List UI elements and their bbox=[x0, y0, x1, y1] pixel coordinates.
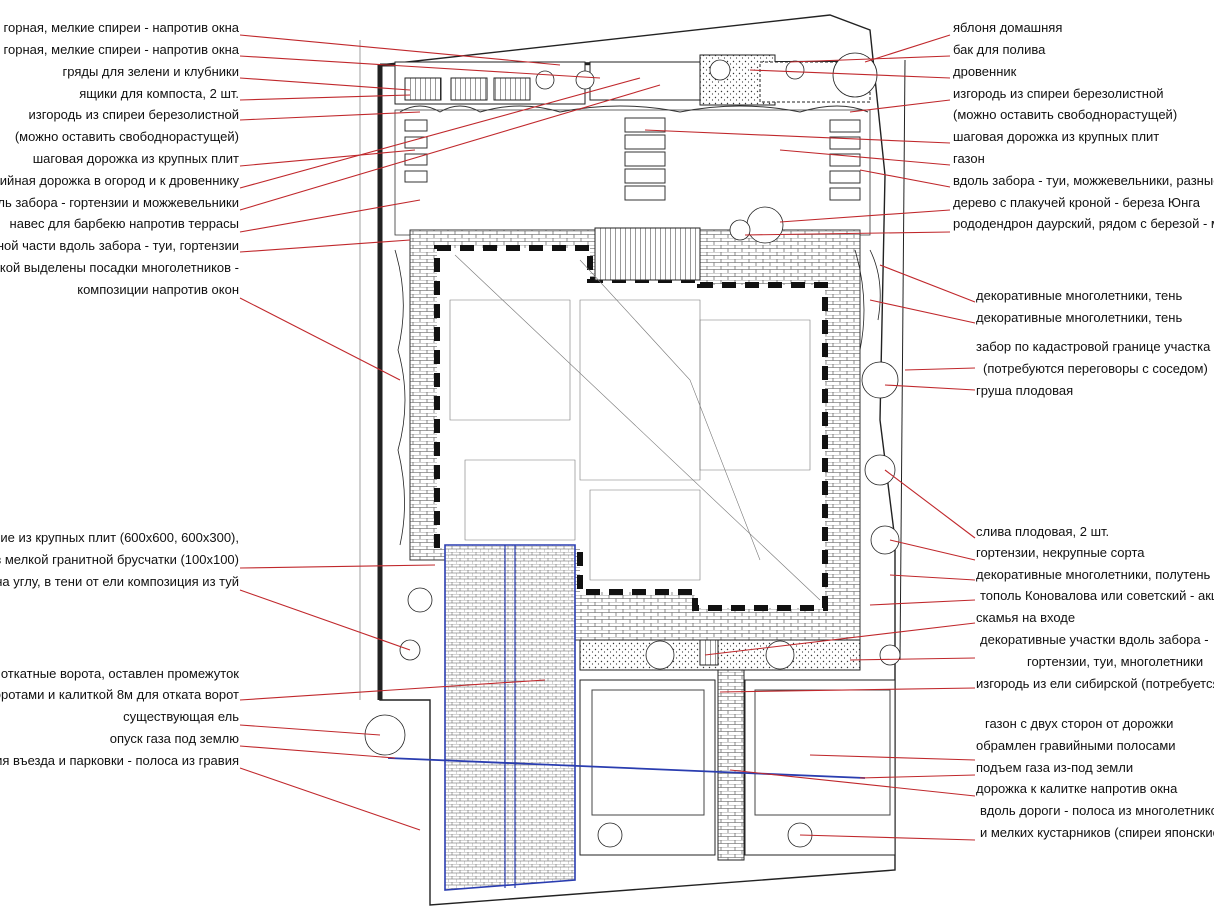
label-left-9: доль забора - гортензии и можжевельники bbox=[0, 195, 239, 210]
front-garden bbox=[579, 639, 896, 861]
label-left-14: ение из крупных плит (600х600, 600х300), bbox=[0, 530, 239, 545]
label-right-18: декоративные многолетники, полутень bbox=[976, 567, 1211, 582]
label-right-9: дерево с плакучей кроной - береза Юнга bbox=[953, 195, 1200, 210]
label-right-27: дорожка к калитке напротив окна bbox=[976, 781, 1178, 796]
label-left-21: тия въезда и парковки - полоса из гравия bbox=[0, 753, 239, 768]
label-left-17: откатные ворота, оставлен промежуток bbox=[0, 666, 239, 681]
label-right-20: скамья на входе bbox=[976, 610, 1076, 625]
label-left-18: воротами и калиткой 8м для отката ворот bbox=[0, 687, 239, 702]
label-left-6: (можно оставить свободнорастущей) bbox=[14, 129, 239, 144]
rear-lawn bbox=[394, 105, 871, 236]
gas-pipe-line bbox=[387, 757, 866, 779]
label-right-4: изгородь из спиреи березолистной bbox=[953, 86, 1164, 101]
driveway bbox=[444, 544, 576, 891]
house bbox=[434, 227, 828, 611]
label-right-13: забор по кадастровой границе участка bbox=[976, 339, 1211, 354]
label-right-23: изгородь из ели сибирской (потребуется с bbox=[976, 676, 1214, 691]
label-left-11: нной части вдоль забора - туи, гортензии bbox=[0, 238, 239, 253]
label-right-11: декоративные многолетники, тень bbox=[976, 288, 1183, 303]
label-right-6: шаговая дорожка из крупных плит bbox=[953, 129, 1160, 144]
label-left-8: авийная дорожка в огород и к дровеннику bbox=[0, 173, 239, 188]
label-left-4: ящики для компоста, 2 шт. bbox=[79, 86, 239, 101]
label-right-7: газон bbox=[953, 151, 985, 166]
label-right-12: декоративные многолетники, тень bbox=[976, 310, 1183, 325]
label-left-2: на горная, мелкие спиреи - напротив окна bbox=[0, 42, 239, 57]
label-right-25: обрамлен гравийными полосами bbox=[976, 738, 1176, 753]
label-right-2: бак для полива bbox=[953, 42, 1046, 57]
label-right-5: (можно оставить свободнорастущей) bbox=[953, 107, 1178, 122]
label-right-26: подъем газа из-под земли bbox=[976, 760, 1134, 775]
label-left-3: гряды для зелени и клубники bbox=[62, 64, 239, 79]
label-left-20: опуск газа под землю bbox=[109, 731, 239, 746]
label-left-15: из мелкой гранитной брусчатки (100х100) bbox=[0, 552, 239, 567]
leader-lines-left bbox=[239, 34, 661, 831]
label-right-8: вдоль забора - туи, можжевельники, разны… bbox=[953, 173, 1214, 188]
label-right-21: декоративные участки вдоль забора - bbox=[980, 632, 1209, 647]
label-right-15: груша плодовая bbox=[976, 383, 1074, 398]
label-right-1: яблоня домашняя bbox=[953, 20, 1063, 35]
label-right-14: (потребуются переговоры с соседом) bbox=[983, 361, 1208, 376]
label-right-28: вдоль дороги - полоса из многолетников bbox=[980, 803, 1214, 818]
label-left-1: на горная, мелкие спиреи - напротив окна bbox=[0, 20, 239, 35]
label-right-29: и мелких кустарников (спиреи японские) bbox=[980, 825, 1214, 840]
label-left-5: изгородь из спиреи березолистной bbox=[28, 107, 239, 122]
leader-lines-right bbox=[644, 34, 976, 841]
label-right-22: гортензии, туи, многолетники bbox=[1027, 654, 1204, 669]
label-left-7: шаговая дорожка из крупных плит bbox=[32, 151, 239, 166]
label-left-16: на углу, в тени от ели композиция из туй bbox=[0, 574, 239, 589]
label-right-19: тополь Коновалова или советский - акце bbox=[980, 588, 1214, 603]
label-left-19: существующая ель bbox=[123, 709, 239, 724]
label-right-17: гортензии, некрупные сорта bbox=[976, 545, 1145, 560]
label-right-3: дровенник bbox=[953, 64, 1017, 79]
label-left-13: композиции напротив окон bbox=[77, 282, 239, 297]
label-right-16: слива плодовая, 2 шт. bbox=[976, 524, 1110, 539]
label-right-10: рододендрон даурский, рядом с березой - … bbox=[953, 216, 1214, 231]
label-left-10: навес для барбекю напротив террасы bbox=[9, 216, 239, 231]
label-left-12: вкой выделены посадки многолетников - bbox=[0, 260, 239, 275]
label-right-24: газон с двух сторон от дорожки bbox=[985, 716, 1174, 731]
